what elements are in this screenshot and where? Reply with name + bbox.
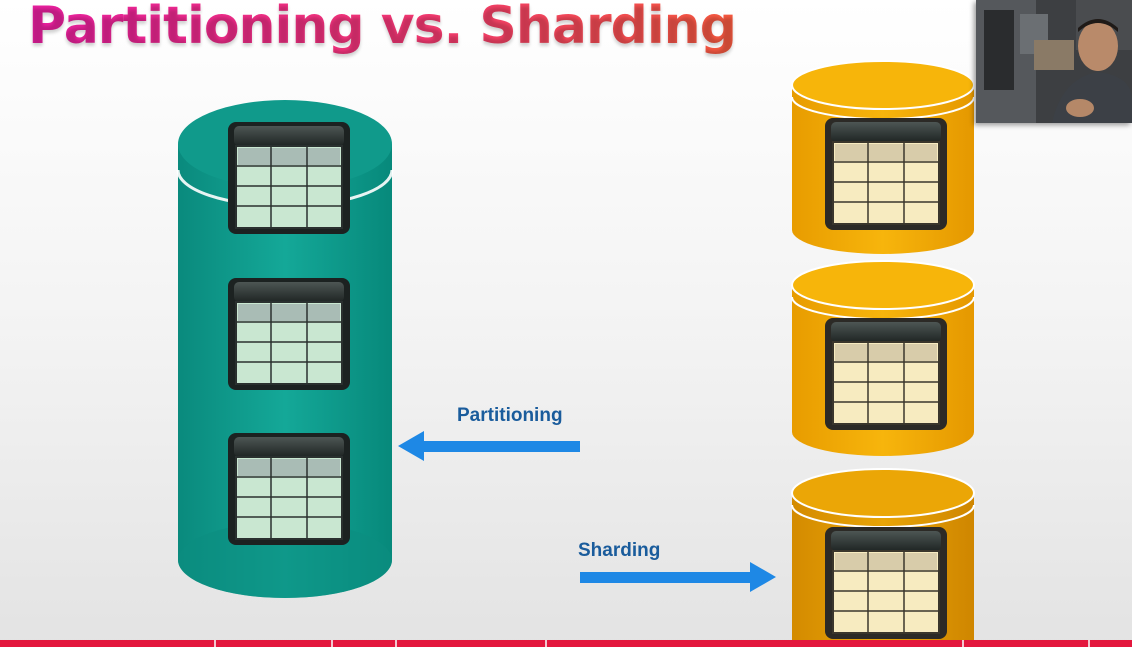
table-icon: [227, 121, 351, 235]
chapter-marker: [962, 640, 964, 647]
table-icon: [824, 526, 948, 640]
partitioning-label: Partitioning: [457, 405, 563, 426]
slide-title: Partitioning vs. Sharding: [28, 0, 737, 56]
video-progress-bar[interactable]: [0, 640, 1132, 647]
chapter-marker: [395, 640, 397, 647]
arrow-left-icon: [398, 431, 580, 461]
chapter-marker: [1088, 640, 1090, 647]
chapter-marker: [331, 640, 333, 647]
chapter-marker: [545, 640, 547, 647]
chapter-marker: [214, 640, 216, 647]
presenter-webcam: [976, 0, 1132, 123]
presenter-video-frame: [976, 0, 1132, 123]
table-icon: [227, 277, 351, 391]
sharding-label: Sharding: [578, 540, 661, 561]
table-icon: [227, 432, 351, 546]
table-icon: [824, 317, 948, 431]
arrow-right-icon: [580, 562, 776, 592]
table-icon: [824, 117, 948, 231]
